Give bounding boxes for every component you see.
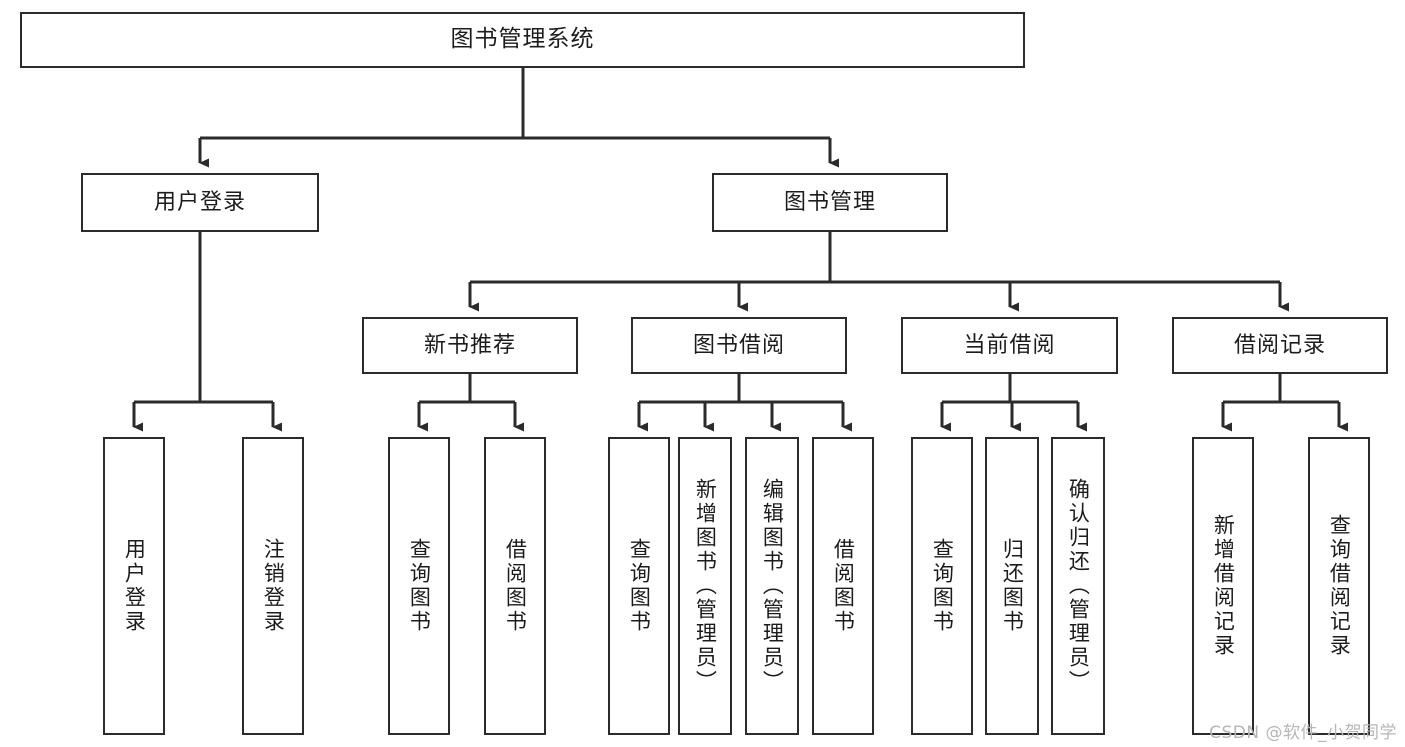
node-label: 新增借阅记录 xyxy=(1211,514,1236,658)
node-label: 借阅记录 xyxy=(1233,332,1326,358)
node-label: 当前借阅 xyxy=(963,332,1056,358)
node-leaf-borrow-book-1: 借阅图书 xyxy=(484,437,546,735)
node-label: 图书借阅 xyxy=(692,332,785,358)
node-current-borrow: 当前借阅 xyxy=(901,317,1118,374)
node-label: 借阅图书 xyxy=(831,538,856,634)
node-user-login: 用户登录 xyxy=(81,173,319,232)
node-label: 新增图书（管理员） xyxy=(693,478,718,694)
node-leaf-query-book-2: 查询图书 xyxy=(608,437,670,735)
node-book-manage: 图书管理 xyxy=(712,173,948,232)
node-label: 用户登录 xyxy=(153,189,246,215)
node-label: 查询图书 xyxy=(407,538,432,634)
node-leaf-add-record: 新增借阅记录 xyxy=(1192,437,1254,735)
node-book-borrow: 图书借阅 xyxy=(631,317,847,374)
node-leaf-query-book-1: 查询图书 xyxy=(388,437,450,735)
node-label: 借阅图书 xyxy=(503,538,528,634)
node-label: 确认归还（管理员） xyxy=(1066,478,1091,694)
node-label: 查询图书 xyxy=(627,538,652,634)
node-label: 编辑图书（管理员） xyxy=(760,478,785,694)
node-label: 用户登录 xyxy=(122,538,147,634)
csdn-watermark: CSDN @软件_小贺同学 xyxy=(1209,723,1397,743)
node-leaf-query-record: 查询借阅记录 xyxy=(1308,437,1370,735)
node-leaf-confirm-return: 确认归还（管理员） xyxy=(1051,437,1105,735)
node-leaf-edit-book: 编辑图书（管理员） xyxy=(745,437,799,735)
node-new-book-rec: 新书推荐 xyxy=(362,317,578,374)
node-label: 查询借阅记录 xyxy=(1327,514,1352,658)
node-label: 图书管理 xyxy=(783,189,876,215)
node-leaf-query-book-3: 查询图书 xyxy=(911,437,973,735)
node-leaf-borrow-book-2: 借阅图书 xyxy=(812,437,874,735)
node-leaf-add-book: 新增图书（管理员） xyxy=(678,437,732,735)
node-label: 归还图书 xyxy=(1000,538,1025,634)
node-leaf-user-logout: 注销登录 xyxy=(242,437,304,735)
node-root: 图书管理系统 xyxy=(20,12,1025,68)
node-label: 查询图书 xyxy=(930,538,955,634)
node-label: 图书管理系统 xyxy=(450,26,595,53)
node-leaf-user-login: 用户登录 xyxy=(103,437,165,735)
node-label: 注销登录 xyxy=(261,538,286,634)
node-label: 新书推荐 xyxy=(423,332,516,358)
node-borrow-record: 借阅记录 xyxy=(1172,317,1388,374)
node-leaf-return-book: 归还图书 xyxy=(985,437,1039,735)
